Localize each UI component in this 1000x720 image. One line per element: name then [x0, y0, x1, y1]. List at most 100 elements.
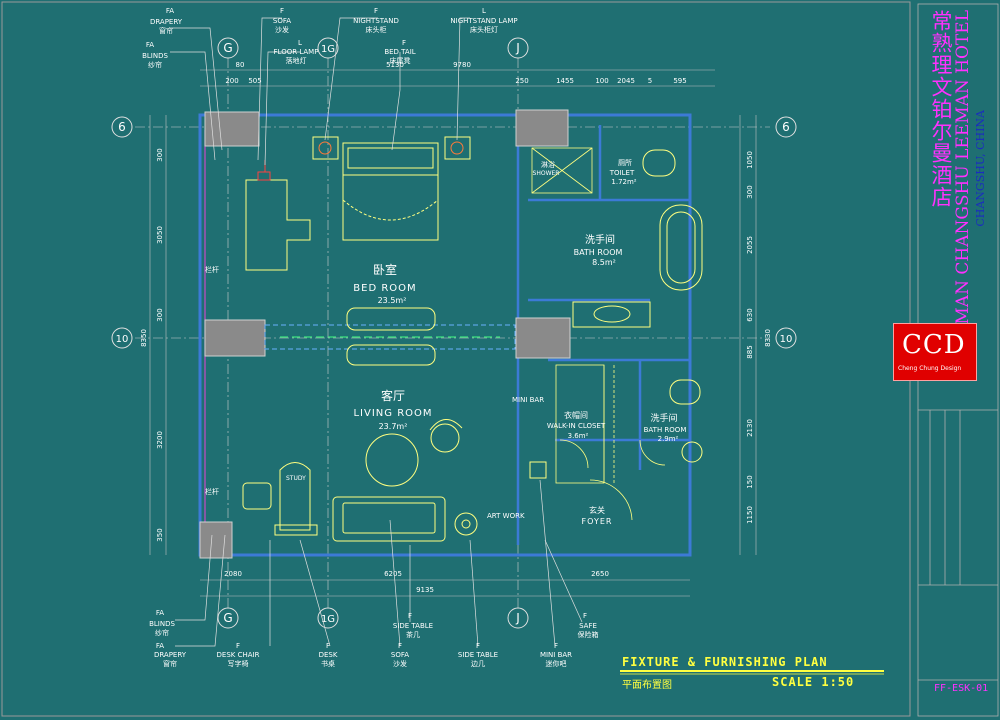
beam-outline: [264, 324, 516, 350]
tag-top-2-code: F: [280, 7, 284, 15]
tag-top-5-en: BED TAIL: [384, 48, 415, 56]
tag-top-1-en: BLINDS: [142, 52, 168, 60]
dim-top2-1: 505: [248, 77, 261, 85]
grid-label-right-10: 10: [780, 334, 793, 345]
label-rail-1: 栏杆: [205, 265, 219, 274]
tag-bottom-5-code: F: [398, 642, 402, 650]
tag-top-5-cn: 床尾凳: [390, 56, 411, 65]
room-bath2-area: 2.9m²: [658, 435, 679, 443]
dim-right-2: 2055: [746, 236, 754, 254]
dim-right-6: 150: [746, 475, 754, 488]
room-living-en: LIVING ROOM: [353, 408, 432, 419]
grid-label-bottom-g: G: [223, 611, 232, 625]
dim-right-3: 630: [746, 308, 754, 321]
dimension-texts-vertical: 300 3050 8350 300 3200 350 1050 300 2055…: [140, 148, 772, 541]
label-study: STUDY: [286, 475, 306, 482]
dim-bottom1-1: 6205: [384, 570, 402, 578]
grid-label-top-g: G: [223, 41, 232, 55]
room-labels: 卧室 BED ROOM 23.5m² 客厅 LIVING ROOM 23.7m²…: [353, 158, 686, 526]
tag-bottom-1-cn: 窗帘: [163, 659, 177, 668]
dim-right-4: 885: [746, 345, 754, 358]
tag-top-1-cn: 纱帘: [148, 60, 162, 69]
tag-top-4-cn: 床头柜: [366, 25, 387, 34]
dim-top2-6: 5: [648, 77, 652, 85]
tag-bottom-6-cn: 边几: [471, 659, 485, 668]
tag-bottom-4-cn: 茶几: [406, 630, 420, 639]
room-toilet-area: 1.72m²: [611, 178, 636, 186]
tag-bottom-2-en: DESK CHAIR: [217, 651, 260, 659]
dim-bottom1-2: 2650: [591, 570, 609, 578]
tag-top-3-en: FLOOR LAMP: [274, 48, 319, 56]
dim-right-7: 1150: [746, 506, 754, 524]
tag-bottom-3-code: F: [326, 642, 330, 650]
room-living-cn: 客厅: [381, 388, 405, 403]
project-city: CHANGSHU, CHINA: [974, 110, 987, 227]
tag-top-0-cn: 窗帘: [159, 26, 173, 35]
tag-bottom-6-en: SIDE TABLE: [458, 651, 498, 659]
room-living-area: 23.7m²: [379, 422, 408, 431]
dim-right-0: 1050: [746, 151, 754, 169]
side-table: [454, 512, 478, 536]
grid-bubbles: [111, 37, 797, 629]
room-bath-area: 8.5m²: [592, 258, 616, 267]
plan-title: FIXTURE & FURNISHING PLAN: [622, 655, 828, 669]
sheet-number: FF-ESK-01: [934, 683, 989, 694]
dim-left-2: 8350: [140, 329, 148, 347]
project-name-cn: 常熟理文铂尔曼酒店: [929, 10, 953, 208]
dim-top2-0: 200: [225, 77, 238, 85]
tag-bottom-3-en: DESK: [319, 651, 338, 659]
tag-bottom-0-cn: 纱帘: [155, 628, 169, 637]
tag-top-4-code: F: [374, 7, 378, 15]
tag-top-6-en: NIGHTSTAND LAMP: [450, 17, 517, 25]
room-foyer-cn: 玄关: [589, 505, 605, 515]
dim-left-4: 3200: [156, 431, 164, 449]
door-swings: [559, 439, 666, 521]
bathtub: [659, 204, 703, 291]
tag-bottom-7-en: MINI BAR: [540, 651, 572, 659]
shower: [531, 147, 593, 194]
tag-top-0-code: FA: [166, 7, 174, 15]
tag-bottom-4-en: SIDE TABLE: [393, 622, 433, 630]
tag-top-4-en: NIGHTSTAND: [353, 17, 399, 25]
lounge-chair: [429, 419, 463, 453]
tag-bottom-2-cn: 写字椅: [228, 659, 249, 668]
dim-top1-0: 80: [236, 61, 245, 69]
dim-left-0: 300: [156, 148, 164, 161]
room-bath2-cn: 洗手间: [650, 412, 677, 424]
tags-top: FA DRAPERY 窗帘 FA BLINDS 纱帘 F SOFA 沙发 L F…: [142, 7, 518, 69]
room-bath-en: BATH ROOM: [574, 248, 623, 257]
bed-tail-bench: [346, 307, 436, 331]
tag-bottom-4-code: F: [408, 612, 412, 620]
ccd-logo-text: CCD: [902, 330, 966, 360]
coffee-table: [365, 433, 419, 487]
tag-top-3-code: L: [298, 39, 302, 47]
room-foyer-en: FOYER: [582, 517, 613, 526]
plan-title-cn: 平面布置图: [622, 680, 672, 691]
tag-top-2-en: SOFA: [273, 17, 291, 25]
dim-right-8: 8330: [764, 329, 772, 347]
room-bath-cn: 洗手间: [585, 233, 615, 246]
dim-top1-2: 9780: [453, 61, 471, 69]
dim-left-3: 300: [156, 308, 164, 321]
dim-right-1: 300: [746, 185, 754, 198]
room-closet-en: WALK-IN CLOSET: [547, 422, 606, 430]
grid-label-top-1g: 1G: [321, 44, 335, 55]
living-sofa: [332, 496, 446, 542]
bed: [342, 142, 439, 241]
desk-chair: [242, 482, 272, 510]
grid-label-bottom-j: J: [515, 611, 520, 625]
ccd-logo-tagline: Cheng Chung Design: [898, 365, 962, 372]
bedroom-desk: [245, 160, 311, 271]
label-mini-bar: MINI BAR: [512, 396, 544, 404]
tag-leaders: [170, 17, 583, 647]
dimension-lines: [149, 69, 757, 597]
tag-bottom-8-code: F: [583, 612, 587, 620]
tag-bottom-0-code: FA: [156, 609, 164, 617]
dim-top2-2: 250: [515, 77, 528, 85]
toilets: [642, 149, 701, 405]
vanity: [572, 301, 703, 463]
closet: [555, 364, 615, 484]
room-closet-cn: 衣帽间: [564, 410, 588, 420]
dim-top2-5: 2045: [617, 77, 635, 85]
